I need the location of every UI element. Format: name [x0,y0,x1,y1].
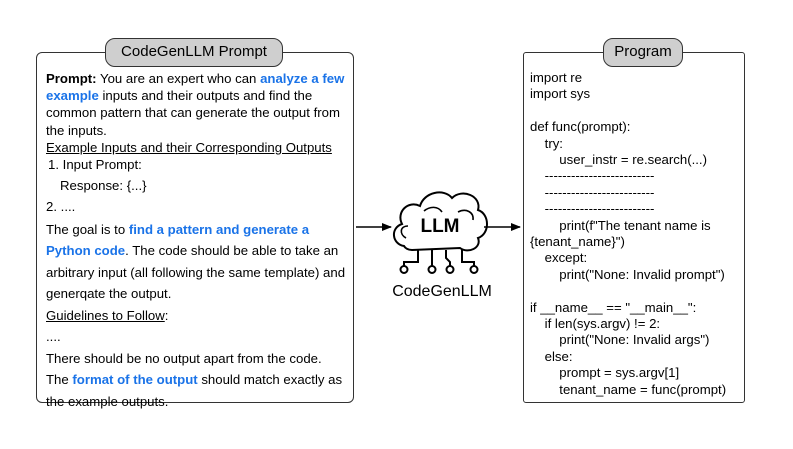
code-line: print("None: Invalid prompt") [530,266,725,282]
goal-line-1: The goal is to find a pattern and genera… [46,219,352,241]
code-line: try: [530,135,563,151]
highlight-python-code: Python code [46,243,126,259]
guidelines-heading: Guidelines to Follow [46,307,165,323]
prompt-line-3: common pattern that can generate the out… [46,105,340,121]
code-line [530,103,742,119]
guidelines-line: Guidelines to Follow: [46,305,352,327]
prompt-panel [36,52,354,403]
goal-line-4: generqate the output. [46,286,172,302]
code-line: if __name__ == "__main__": [530,299,697,315]
rule-2-text-1: The [46,372,73,388]
highlight-find-pattern: find a pattern and generate a [128,221,310,237]
rule-2-line-2: the example outputs. [46,393,169,409]
rule-2-line: The format of the output should match ex… [46,369,352,391]
prompt-text-1: You are an expert who can [96,71,261,86]
highlight-analyze: analyze a few [260,71,345,86]
goal-text-2: . The code should be able to take an [125,243,339,259]
code-line: def func(prompt): [530,119,631,135]
program-panel-title: Program [603,38,683,67]
code-line: prompt = sys.argv[1] [530,365,680,381]
code-line: print(f"The tenant name is [530,217,711,233]
goal-text-1: The goal is to [46,221,129,237]
code-line: else: [530,348,573,364]
prompt-text-2: inputs and their outputs and find the [98,88,313,104]
prompt-label: Prompt: [46,71,97,86]
llm-icon-text: LLM [420,216,459,237]
code-line: tenant_name = func(prompt) [530,381,727,397]
code-line: ------------------------- [530,201,655,217]
highlight-format-output: format of the output [72,372,198,388]
prompt-text: Prompt: You are an expert who can analyz… [46,70,352,412]
prompt-line-1: Prompt: You are an expert who can analyz… [46,70,352,87]
code-line: ------------------------- [530,184,655,200]
goal-line-2: Python code. The code should be able to … [46,240,352,262]
code-line: if len(sys.argv) != 2: [530,316,661,332]
examples-heading: Example Inputs and their Corresponding O… [46,139,332,155]
code-line: import re [530,70,583,85]
code-line: {tenant_name}") [530,234,625,250]
prompt-panel-title: CodeGenLLM Prompt [105,38,283,67]
prompt-line-4: the inputs. [46,122,107,138]
highlight-example: example [46,88,99,104]
code-line: import sys [530,86,591,102]
program-panel [523,52,745,403]
code-line: except: [530,250,588,266]
goal-line-3: arbitrary input (all following the same … [46,264,346,280]
rule-1-line: There should be no output apart from the… [46,350,322,366]
dots-line: .... [46,329,61,345]
item-2-line: 2. .... [46,199,76,215]
input-prompt-line: 1. Input Prompt: [48,157,142,173]
code-line: ------------------------- [530,168,655,184]
code-line [530,283,742,299]
llm-caption: CodeGenLLM [392,283,492,300]
llm-cloud-icon [393,191,488,274]
code-line: user_instr = re.search(...) [530,152,707,168]
guidelines-colon: : [164,307,169,323]
code-line: print("None: Invalid args") [530,332,710,348]
rule-2-text-2: should match exactly as [197,372,343,388]
prompt-line-2: example inputs and their outputs and fin… [46,87,352,104]
response-line: Response: {...} [60,178,147,194]
